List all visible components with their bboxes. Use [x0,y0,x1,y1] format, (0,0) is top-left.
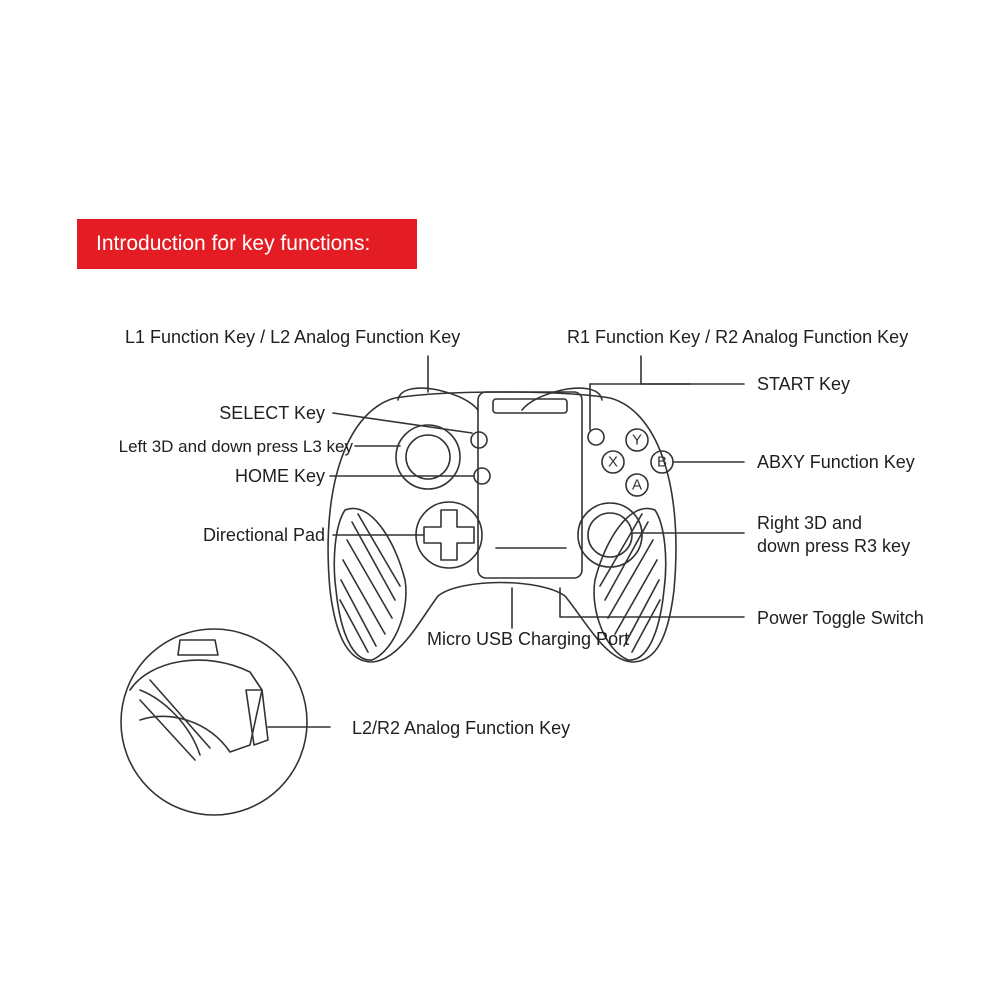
phone-clamp [477,391,583,579]
right-grip [593,507,667,661]
start-button [587,428,605,446]
intro-banner: Introduction for key functions: [77,219,417,269]
label-right-3d-1: Right 3D and [757,513,863,533]
label-left-3d: Left 3D and down press L3 key [118,437,353,456]
select-button [470,431,488,449]
x-button [601,450,625,474]
label-select: SELECT Key [219,403,325,423]
left-stick-ring [395,424,461,490]
label-l2r2-side: L2/R2 Analog Function Key [352,718,571,738]
label-l1-l2: L1 Function Key / L2 Analog Function Key [125,327,461,347]
a-letter: A [632,477,642,494]
a-button [625,473,649,497]
right-shoulder [521,387,603,411]
y-button [625,428,649,452]
label-start: START Key [757,374,851,394]
dpad-ring [415,501,483,569]
right-stick [587,512,633,558]
side-trigger [245,689,269,746]
label-home: HOME Key [234,466,325,486]
label-power: Power Toggle Switch [757,608,924,628]
label-r1-r2: R1 Function Key / R2 Analog Function Key [567,327,909,347]
left-grip [333,507,407,661]
home-button [473,467,491,485]
x-letter: X [608,454,618,471]
b-letter: B [657,454,667,471]
trigger-inset [120,628,308,816]
directional-pad [423,509,475,561]
label-dpad: Directional Pad [202,525,325,545]
label-micro-usb: Micro USB Charging Port [427,629,630,649]
controller-body [327,391,677,663]
left-stick [405,434,451,480]
left-shoulder [397,387,479,411]
label-right-3d-2: down press R3 key [757,536,911,556]
y-letter: Y [632,432,642,449]
right-stick-ring [577,502,643,568]
label-abxy: ABXY Function Key [757,452,915,472]
